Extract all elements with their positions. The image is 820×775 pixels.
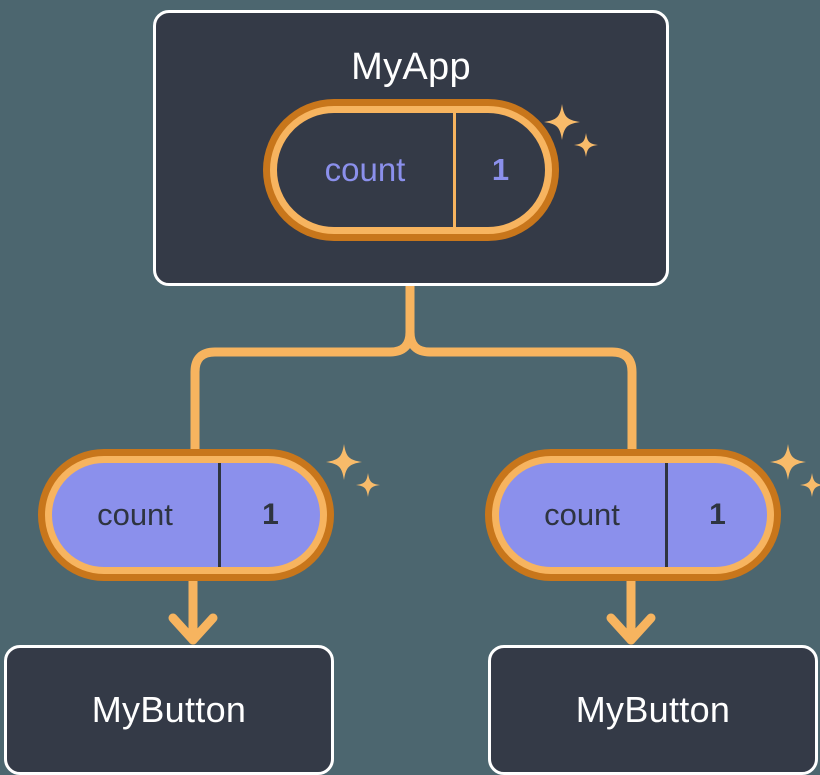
component-card-mybutton-left[interactable]: MyButton	[4, 645, 334, 775]
arrow-right-head-icon	[606, 613, 656, 645]
state-key-label: count	[324, 151, 406, 188]
component-title-mybutton: MyButton	[575, 689, 731, 730]
component-card-mybutton-right[interactable]: MyButton	[488, 645, 818, 775]
state-value-label: 1	[665, 463, 767, 567]
component-title-myapp: MyApp	[351, 46, 471, 88]
state-key-label: count	[544, 497, 620, 532]
state-pill-child-left[interactable]: count 1	[45, 456, 327, 574]
arrow-left-head-icon	[168, 613, 218, 645]
state-key-label: count	[97, 497, 173, 532]
state-pill-child-right[interactable]: count 1	[492, 456, 774, 574]
component-title-mybutton: MyButton	[91, 689, 247, 730]
connector-tree-branch	[190, 281, 415, 461]
state-value-label: 1	[218, 463, 320, 567]
state-pill-myapp[interactable]: count 1	[270, 106, 552, 234]
state-value-label: 1	[453, 113, 545, 227]
connector-tree-branch-right	[405, 281, 637, 461]
